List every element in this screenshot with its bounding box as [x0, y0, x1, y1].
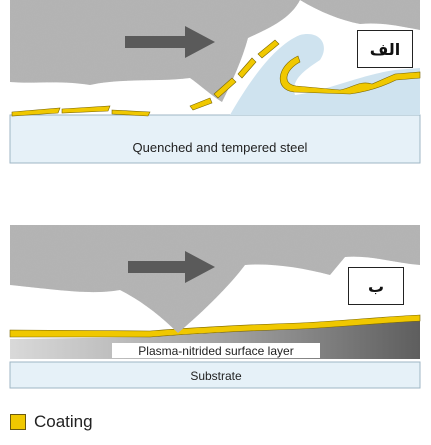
legend: Coating — [10, 412, 93, 432]
panel-b-tag: ب — [348, 267, 404, 305]
panel-b: Plasma-nitrided surface layer Substrate … — [0, 225, 431, 395]
abrasive-particle — [10, 0, 300, 102]
surface-label-bg — [112, 343, 320, 358]
coating-fragment — [257, 39, 280, 59]
panel-a-diagram: Quenched and tempered steel — [9, 0, 421, 164]
surface-layer-label: Plasma-nitrided surface layer — [138, 344, 293, 358]
steel-block — [9, 114, 421, 164]
coating-fragment — [237, 57, 257, 79]
motion-arrow — [128, 251, 215, 283]
deformed-steel — [230, 34, 420, 115]
coating-layer — [9, 314, 421, 338]
coating-fragment — [11, 107, 61, 117]
curled-coating-chip — [279, 55, 421, 95]
panel-a: Quenched and tempered steel الف — [0, 0, 431, 170]
coating-fragment — [111, 109, 151, 117]
abrasive-particle-right — [300, 0, 420, 30]
coating-swatch — [10, 414, 26, 430]
coating-fragment — [61, 105, 111, 114]
substrate-label: Substrate — [190, 369, 242, 383]
motion-arrow — [125, 26, 215, 58]
abrasive-particle — [10, 225, 420, 333]
panel-b-diagram: Plasma-nitrided surface layer Substrate — [9, 225, 421, 389]
panel-a-tag-text: الف — [369, 39, 401, 59]
coating-fragment — [189, 97, 213, 111]
substrate-layer — [9, 361, 421, 389]
panel-a-tag: الف — [357, 30, 413, 68]
steel-layer-label: Quenched and tempered steel — [133, 140, 308, 155]
legend-label: Coating — [34, 412, 93, 431]
coating-fragment — [213, 77, 237, 99]
panel-b-tag-text: ب — [367, 276, 385, 296]
